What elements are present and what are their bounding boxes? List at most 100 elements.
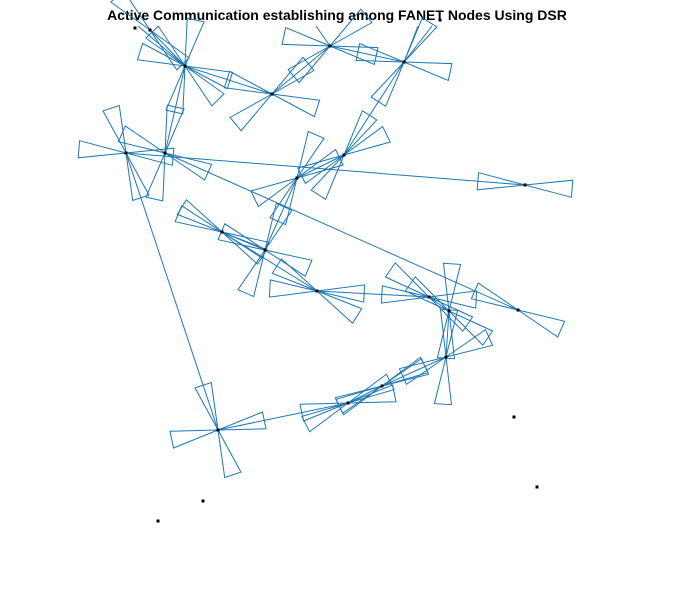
link-n13-n14 — [445, 310, 450, 358]
antenna-beam-7-3 — [174, 205, 223, 233]
node-n20 — [163, 151, 167, 155]
antenna-beam-17-0 — [165, 65, 186, 115]
figure-title: Active Communication establishing among … — [107, 7, 567, 23]
node-n7 — [342, 153, 346, 157]
antenna-beam-3-3 — [403, 61, 453, 82]
antenna-beam-13-2 — [347, 373, 395, 404]
antenna-beam-10-2 — [404, 276, 450, 312]
link-n11-n12 — [316, 290, 430, 298]
antenna-beam-18-0 — [164, 152, 213, 181]
node-n12 — [427, 295, 431, 299]
node-n21 — [516, 308, 520, 312]
antenna-beam-4-1 — [403, 16, 438, 63]
antenna-beam-0-2 — [145, 25, 186, 67]
antenna-beam-18-1 — [117, 125, 166, 154]
antenna-beam-6-0 — [269, 177, 298, 226]
antenna-beam-4-3 — [310, 154, 345, 201]
antenna-beam-6-3 — [237, 249, 266, 298]
antenna-beam-6-2 — [264, 202, 293, 251]
antenna-beam-8-2 — [271, 258, 318, 292]
antenna-beam-17-2 — [164, 104, 185, 154]
link-n15-n16 — [347, 385, 383, 404]
link-n3-n4 — [271, 45, 331, 95]
link-stub-2 — [403, 25, 433, 63]
antenna-beam-11-3 — [433, 356, 453, 406]
antenna-beam-1-0 — [184, 65, 234, 90]
link-n12-n13 — [428, 296, 450, 312]
antenna-beam-1-3 — [271, 93, 321, 118]
node-n9 — [263, 248, 267, 252]
node-n19 — [523, 183, 527, 187]
antenna-beam-15-0 — [194, 381, 219, 431]
node-n4 — [328, 44, 332, 48]
antenna-beam-10-1 — [384, 262, 430, 298]
link-n7-n8 — [296, 154, 345, 179]
antenna-beam-11-1 — [442, 262, 462, 312]
antenna-beam-14-3 — [169, 429, 219, 449]
node-n2 — [183, 64, 187, 68]
antenna-beam-5-3 — [250, 177, 298, 208]
node-n8 — [295, 176, 299, 180]
antenna-beam-6-1 — [296, 130, 325, 179]
antenna-beam-0-1 — [110, 0, 151, 31]
antenna-beam-1-1 — [136, 42, 186, 67]
antenna-layer — [77, 0, 574, 479]
links-layer — [125, 25, 526, 431]
link-n2-n20 — [164, 65, 186, 154]
antenna-beam-14-1 — [347, 384, 397, 404]
antenna-beam-0-0 — [149, 29, 190, 71]
link-n8-n9 — [264, 177, 298, 251]
antenna-beam-8-0 — [221, 231, 268, 265]
antenna-beam-3-0 — [329, 45, 379, 66]
link-n17-n18 — [125, 152, 219, 431]
node-n18 — [124, 151, 128, 155]
link-stub-0 — [137, 25, 186, 67]
node-n14 — [444, 355, 448, 359]
antenna-beam-10-0 — [428, 296, 474, 332]
node-n10 — [220, 230, 224, 234]
antenna-beam-15-2 — [125, 152, 150, 202]
antenna-beam-1-2 — [223, 70, 273, 95]
antenna-beam-8-3 — [316, 290, 363, 324]
antenna-beam-5-2 — [296, 148, 344, 179]
antenna-beam-16-0 — [125, 147, 175, 166]
link-n2-n3 — [184, 65, 273, 95]
antenna-beam-13-3 — [301, 402, 349, 433]
node-n17 — [216, 428, 220, 432]
link-n4-n5 — [329, 45, 405, 63]
antenna-beam-16-2 — [476, 172, 526, 191]
antenna-beam-14-2 — [217, 411, 267, 431]
link-n14-n15 — [381, 356, 447, 387]
link-n20-n21 — [164, 152, 519, 311]
node-n24 — [201, 499, 205, 503]
antenna-beam-16-1 — [77, 140, 127, 159]
antenna-beam-4-2 — [343, 109, 378, 156]
link-stub-3 — [315, 25, 331, 47]
antenna-beam-2-1 — [229, 93, 273, 132]
node-n5 — [402, 60, 406, 64]
node-n25 — [156, 519, 160, 523]
antenna-beam-3-1 — [281, 26, 331, 47]
node-n6 — [438, 18, 442, 22]
antenna-beam-17-1 — [184, 17, 205, 67]
node-n3 — [270, 92, 274, 96]
antenna-beam-12-1 — [445, 328, 494, 358]
antenna-beam-9-1 — [268, 279, 318, 298]
node-n15 — [380, 384, 384, 388]
antenna-beam-18-2 — [470, 282, 519, 311]
antenna-beam-4-0 — [370, 61, 405, 108]
antenna-beam-9-0 — [316, 284, 366, 303]
antenna-beam-13-1 — [381, 356, 429, 387]
antenna-beam-15-1 — [217, 429, 242, 479]
node-n22 — [512, 415, 516, 419]
antenna-beam-8-1 — [176, 199, 223, 233]
antenna-beam-14-0 — [299, 402, 349, 422]
antenna-beam-18-3 — [517, 309, 566, 338]
node-n13 — [447, 309, 451, 313]
antenna-beam-5-1 — [343, 125, 391, 156]
antenna-beam-16-3 — [524, 179, 574, 198]
antenna-beam-10-3 — [448, 310, 494, 346]
antenna-beam-0-3 — [184, 65, 225, 107]
